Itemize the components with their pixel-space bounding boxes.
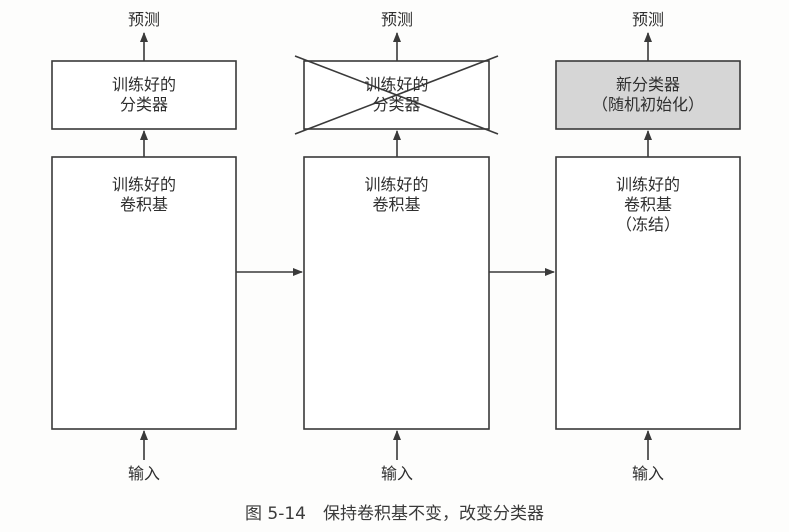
classifier-line1-2: 训练好的 [364, 75, 429, 94]
conv-base-box-2 [303, 156, 490, 430]
conv-base-box-1 [51, 156, 237, 430]
input-label-1: 输入 [127, 464, 160, 483]
input-label-2: 输入 [380, 464, 413, 483]
conv-base-line2-3: 卷积基 [623, 195, 672, 214]
conv-base-label-2: 训练好的 卷积基 [304, 175, 489, 215]
conv-base-label-1: 训练好的 卷积基 [52, 175, 236, 215]
conv-base-line2-1: 卷积基 [119, 195, 168, 214]
cross-out-mark [294, 55, 499, 135]
conv-base-line1-3: 训练好的 [615, 175, 680, 194]
prediction-label-3: 预测 [631, 10, 664, 29]
conv-base-box-3 [555, 156, 741, 430]
classifier-line2-3: （随机初始化） [591, 95, 704, 114]
classifier-box-3 [555, 60, 741, 130]
conv-base-line1-2: 训练好的 [364, 175, 429, 194]
prediction-label-1: 预测 [127, 10, 160, 29]
conv-base-line2-2: 卷积基 [372, 195, 421, 214]
classifier-label-2: 训练好的 分类器 [304, 75, 489, 115]
conv-base-line1-1: 训练好的 [111, 175, 176, 194]
prediction-label-2: 预测 [380, 10, 413, 29]
classifier-line1-3: 新分类器 [615, 75, 680, 94]
conv-base-label-3: 训练好的 卷积基 （冻结） [556, 175, 740, 235]
classifier-line2-1: 分类器 [119, 95, 168, 114]
classifier-label-3: 新分类器 （随机初始化） [556, 75, 740, 115]
input-label-3: 输入 [631, 464, 664, 483]
classifier-line1-1: 训练好的 [111, 75, 176, 94]
figure-caption: 图 5-14 保持卷积基不变，改变分类器 [245, 504, 544, 524]
classifier-line2-2: 分类器 [372, 95, 421, 114]
classifier-box-1 [51, 60, 237, 130]
conv-base-line3-3: （冻结） [615, 215, 680, 234]
classifier-label-1: 训练好的 分类器 [52, 75, 236, 115]
